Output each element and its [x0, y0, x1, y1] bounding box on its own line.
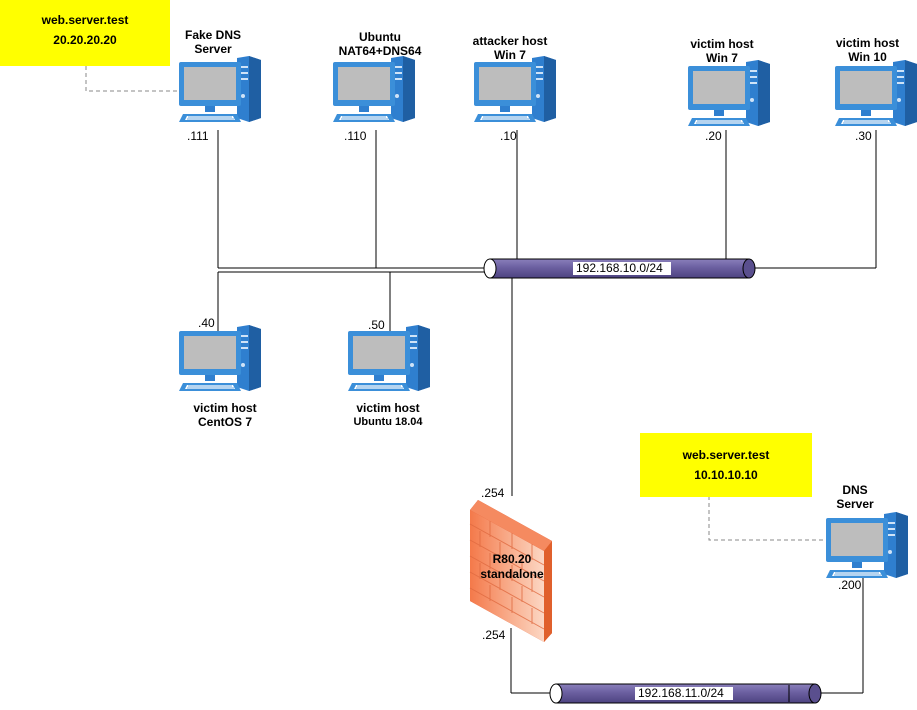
host-label-victim-win7: victim host Win 7 — [690, 37, 754, 65]
computer-icon — [474, 56, 557, 123]
real-dns-record-note: web.server.test 10.10.10.10 — [640, 433, 812, 497]
network-label-lan: 192.168.10.0/24 — [576, 261, 663, 275]
host-label-victim-win10: victim host Win 10 — [835, 36, 900, 64]
ip-label: .110 — [344, 129, 367, 143]
computer-icon — [826, 512, 909, 579]
firewall-icon — [469, 500, 552, 642]
ip-label: .200 — [838, 578, 862, 592]
ip-label: .10 — [500, 129, 517, 143]
lan-network-pipe — [483, 258, 756, 279]
computer-icon — [835, 60, 917, 127]
host-label-ubuntu-nat: Ubuntu NAT64+DNS64 — [338, 30, 422, 58]
ip-label: .20 — [705, 129, 722, 143]
ip-label: .111 — [187, 129, 209, 143]
connection-lines — [217, 130, 877, 694]
ip-label: .254 — [481, 486, 505, 500]
ip-label: .30 — [855, 129, 872, 143]
note-ip: 10.10.10.10 — [694, 468, 758, 482]
computer-icon — [179, 325, 262, 392]
note-leaders — [85, 66, 835, 541]
note-host: web.server.test — [682, 448, 770, 462]
host-label-victim-ubuntu: victim host Ubuntu 18.04 — [353, 401, 423, 428]
computer-icon — [179, 56, 262, 123]
host-label-fake-dns: Fake DNS Server — [184, 28, 242, 56]
computer-icon — [688, 60, 771, 127]
host-label-victim-centos: victim host CentOS 7 — [193, 401, 257, 429]
wan-network-pipe — [549, 683, 822, 704]
ip-label: .50 — [368, 318, 385, 332]
note-host: web.server.test — [41, 13, 129, 27]
firewall-label: R80.20 standalone — [480, 552, 544, 581]
note-ip: 20.20.20.20 — [53, 33, 117, 47]
computer-icon — [333, 56, 416, 123]
network-label-wan: 192.168.11.0/24 — [638, 686, 724, 700]
host-label-dns-server: DNS Server — [836, 483, 874, 511]
computer-icon — [348, 325, 431, 392]
fake-dns-record-note: web.server.test 20.20.20.20 — [0, 0, 170, 66]
host-label-attacker: attacker host Win 7 — [472, 34, 548, 62]
ip-label: .254 — [482, 628, 506, 642]
ip-label: .40 — [198, 316, 215, 330]
